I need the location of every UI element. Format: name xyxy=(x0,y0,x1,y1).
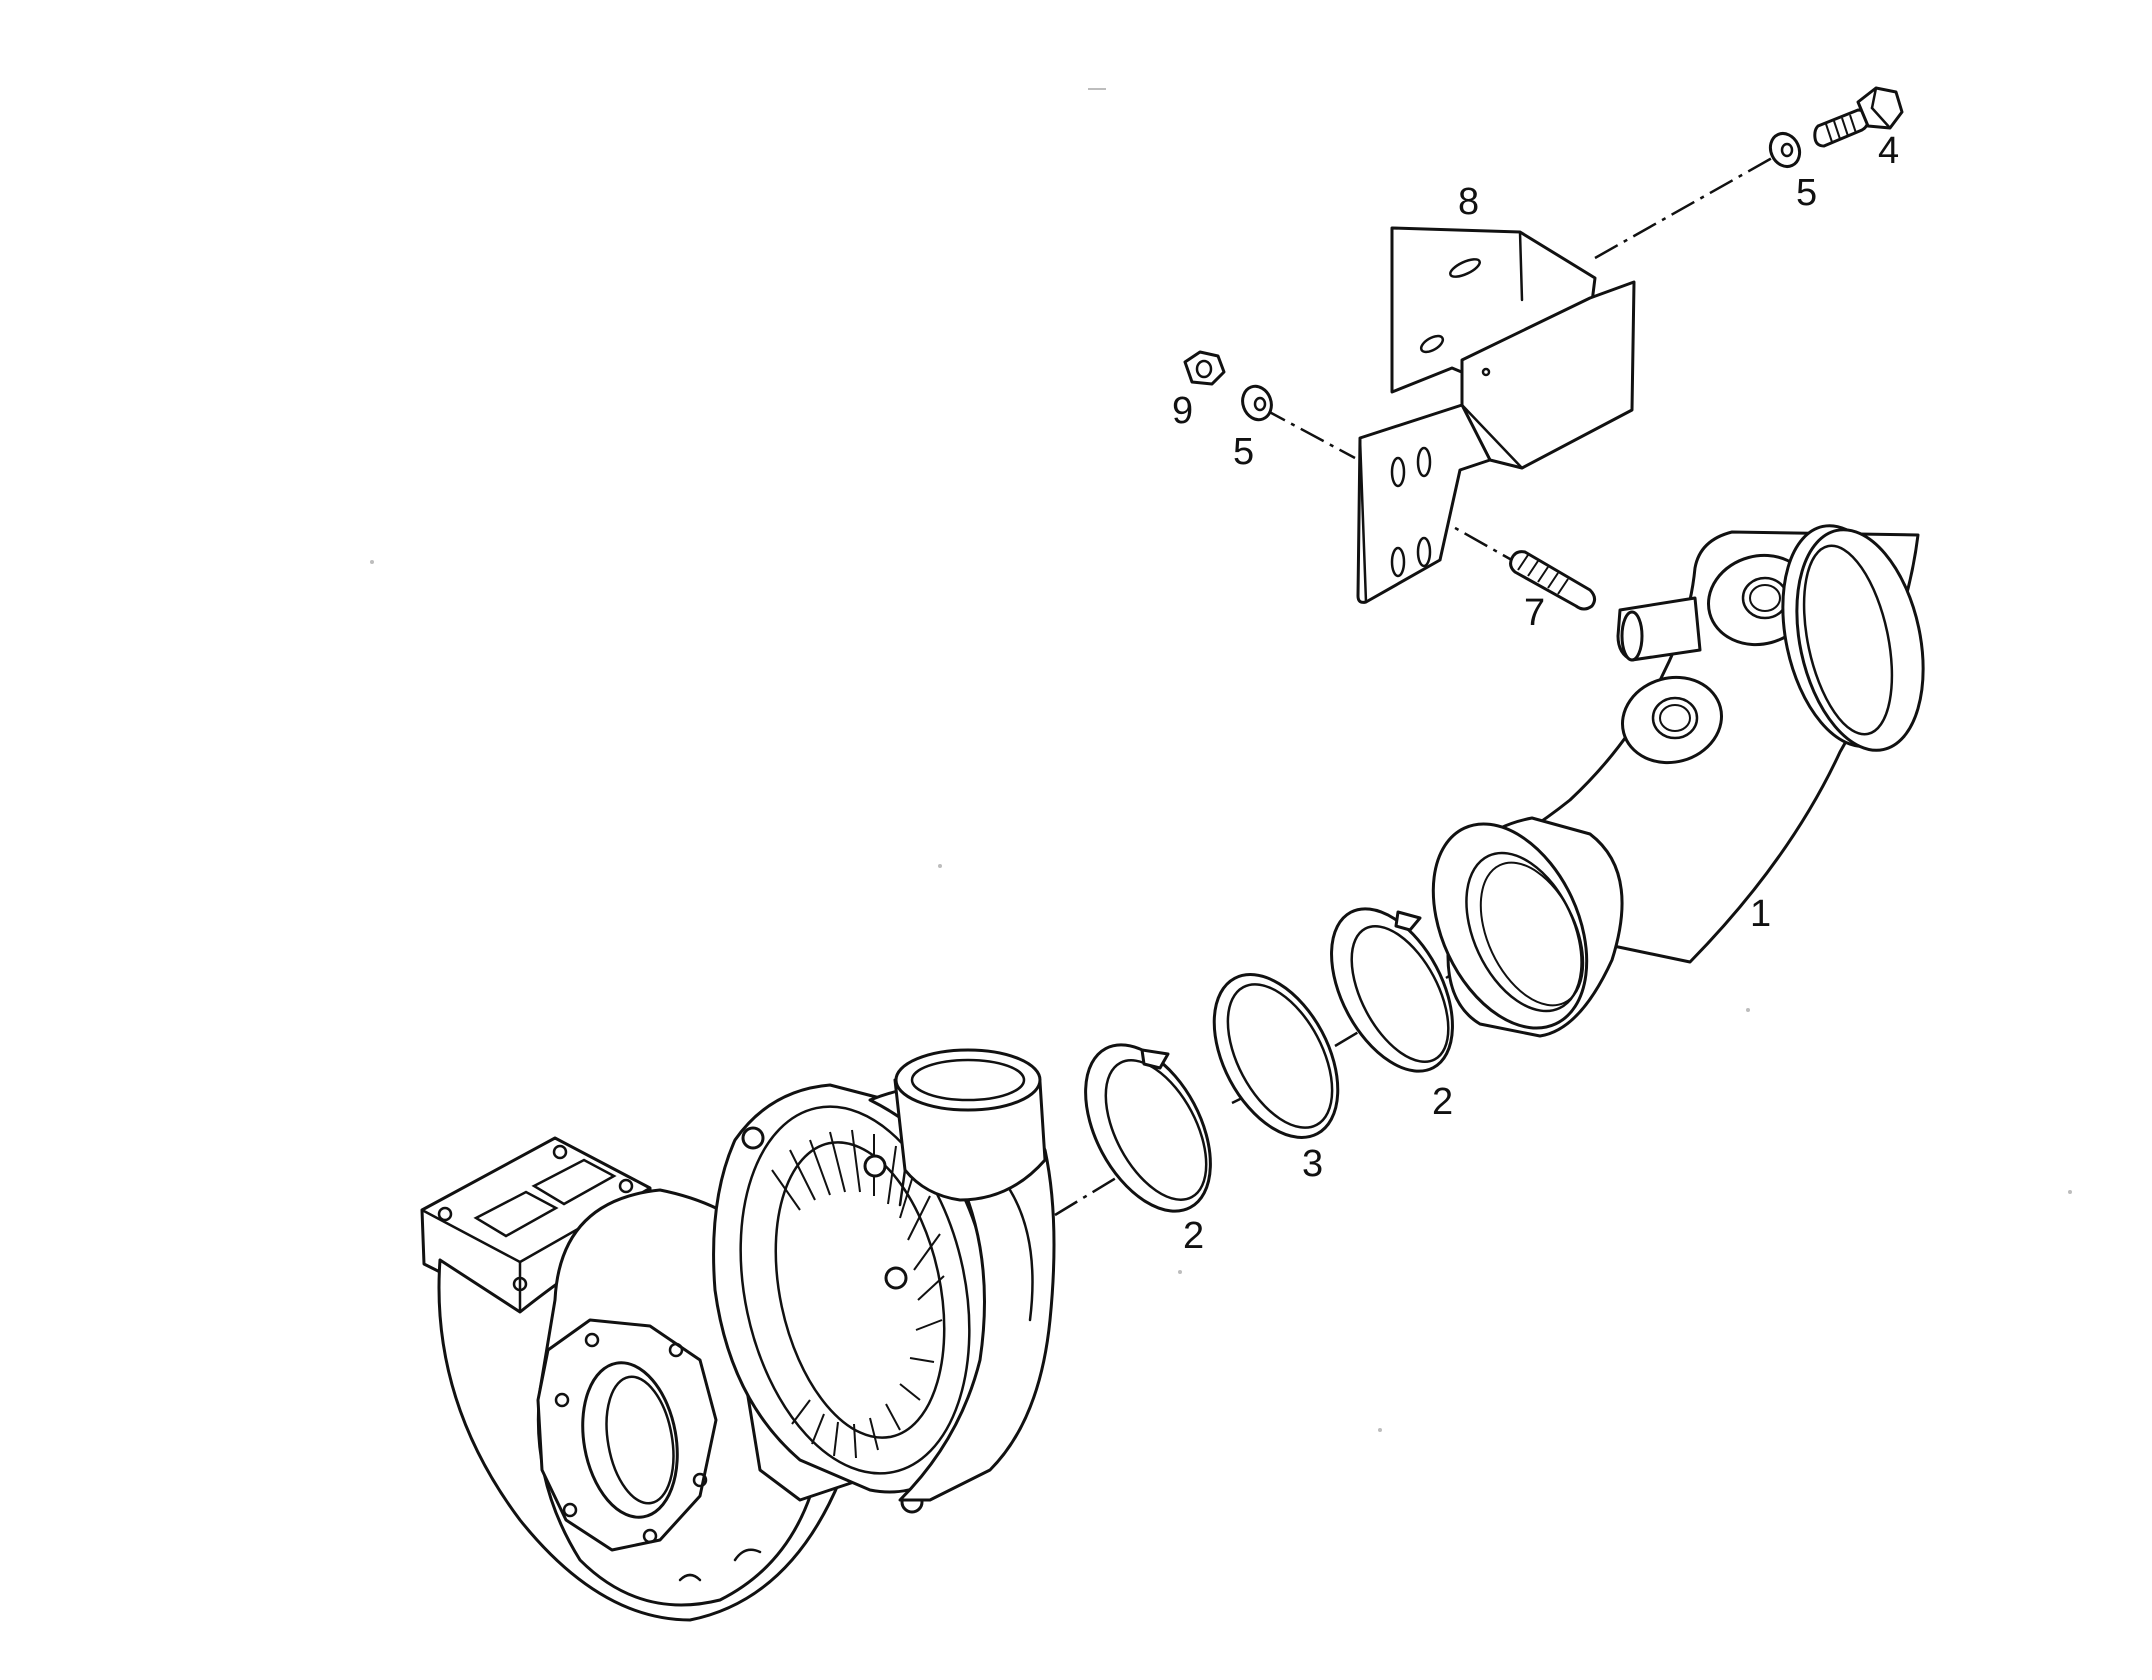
turbocharger xyxy=(420,1048,1056,1622)
bracket xyxy=(1356,226,1636,604)
nut xyxy=(1183,350,1226,386)
callout-stud: 7 xyxy=(1524,592,1545,634)
bolt xyxy=(1813,86,1904,148)
callout-sealing-ring-left: 2 xyxy=(1183,1215,1204,1257)
stud xyxy=(1509,550,1597,611)
exhaust-outlet-elbow xyxy=(1431,524,1925,1038)
callout-bolt: 4 xyxy=(1878,130,1899,172)
scan-noise xyxy=(370,88,2072,1432)
sealing-ring-left xyxy=(1084,1043,1212,1213)
callout-seal-ring-middle: 3 xyxy=(1302,1143,1323,1185)
callout-washer-top: 5 xyxy=(1796,172,1817,214)
sealing-ring-right xyxy=(1330,907,1454,1073)
callout-labels: 1 2 3 2 4 5 5 7 8 9 xyxy=(1172,130,1899,1257)
callout-washer-left: 5 xyxy=(1233,431,1254,473)
washer-left xyxy=(1241,384,1273,422)
callout-bracket: 8 xyxy=(1458,181,1479,223)
callout-exhaust-outlet-elbow: 1 xyxy=(1750,893,1771,935)
callout-sealing-ring-right: 2 xyxy=(1432,1081,1453,1123)
compressor-fins xyxy=(771,1129,945,1459)
callout-nut: 9 xyxy=(1172,390,1193,432)
washer-top xyxy=(1768,131,1802,169)
seal-ring-middle xyxy=(1212,973,1340,1139)
